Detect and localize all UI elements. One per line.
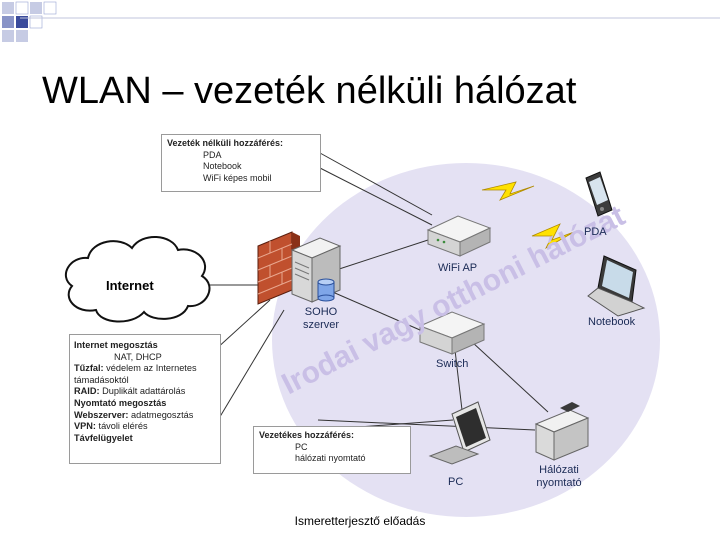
wired-access-callout: Vezetékes hozzáférés: PC hálózati nyomta… xyxy=(253,426,411,474)
printer-icon xyxy=(534,402,590,461)
notebook-label: Notebook xyxy=(588,316,636,328)
link-soho-wifiap xyxy=(329,239,429,273)
switch-label: Switch xyxy=(436,358,469,370)
feature-row: NAT, DHCP xyxy=(114,351,162,362)
switch-icon xyxy=(418,311,486,355)
pc-icon xyxy=(428,401,491,465)
feature-row: Tűzfal: védelem az Internetes támadásokt… xyxy=(74,363,197,385)
link-switch-printer xyxy=(471,341,549,413)
feature-row: Internet megosztás xyxy=(74,340,158,350)
callout-pointer xyxy=(317,419,536,431)
internet-label: Internet xyxy=(106,278,154,293)
slide-footer: Ismeretterjesztő előadás xyxy=(294,514,426,528)
feature-row: Nyomtató megosztás xyxy=(74,397,167,408)
slide-title: WLAN – vezeték nélküli hálózat xyxy=(42,70,577,112)
decorative-squares xyxy=(2,1,57,42)
wireless-signal-icon xyxy=(481,181,535,201)
callout-pointer xyxy=(214,299,271,351)
wireless-signal-icon xyxy=(531,223,575,250)
feature-row: RAID: Duplikált adattárolás xyxy=(74,386,186,397)
callout-item: hálózati nyomtató xyxy=(295,453,366,463)
link-soho-switch xyxy=(327,289,421,331)
wifi-ap-label: WiFi AP xyxy=(438,262,478,274)
soho-server-label: SOHO szerver xyxy=(302,306,340,331)
callout-heading: Vezetékes hozzáférés: xyxy=(259,430,355,440)
callout-item: PC xyxy=(295,441,308,452)
callout-item: PDA xyxy=(203,149,222,160)
feature-row: Webszerver: adatmegosztás xyxy=(74,409,194,420)
internet-cloud-icon xyxy=(65,235,211,323)
notebook-icon xyxy=(587,255,646,317)
callout-pointer xyxy=(214,309,285,426)
callout-item: Notebook xyxy=(203,161,242,171)
callout-heading: Vezeték nélküli hozzáférés: xyxy=(167,138,284,148)
wireless-access-callout: Vezeték nélküli hozzáférés: PDA Notebook… xyxy=(161,134,321,192)
feature-row: Távfelügyelet xyxy=(74,432,133,443)
server-features-callout: Internet megosztás NAT, DHCP Tűzfal: véd… xyxy=(69,334,221,464)
database-icon xyxy=(317,278,335,302)
callout-pointer xyxy=(319,152,433,216)
pda-label: PDA xyxy=(584,226,607,238)
pda-icon xyxy=(585,171,613,217)
link-switch-pc xyxy=(454,349,463,411)
callout-pointer xyxy=(319,167,433,226)
printer-label: Hálózati nyomtató xyxy=(536,464,582,489)
feature-row: VPN: távoli elérés xyxy=(74,421,148,432)
pc-label: PC xyxy=(448,476,464,488)
wifi-access-point-icon xyxy=(426,215,492,257)
callout-item: WiFi képes mobil xyxy=(203,172,272,183)
